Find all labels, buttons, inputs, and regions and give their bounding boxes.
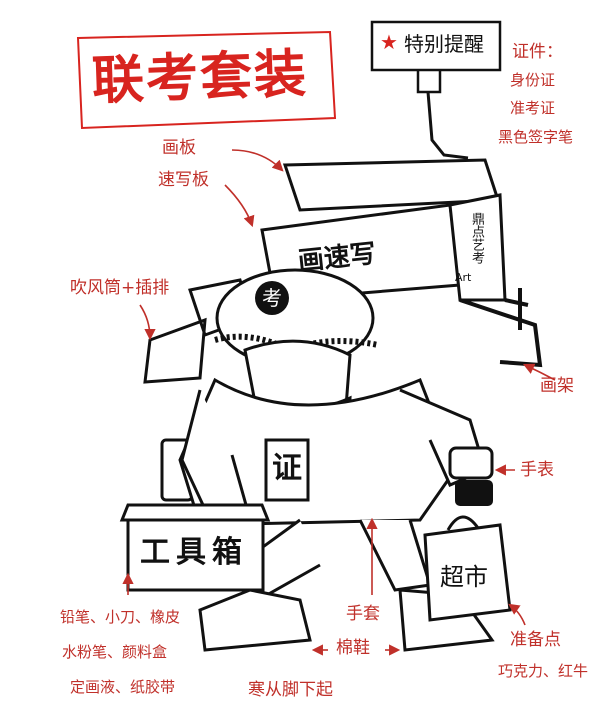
label-stationery-1: 铅笔、小刀、橡皮 xyxy=(60,608,181,626)
label-id-docs: 证件： xyxy=(512,42,563,62)
notice-sign xyxy=(370,20,502,72)
board-side-small-text: Art xyxy=(455,271,472,284)
right-leg xyxy=(358,519,432,592)
hat-badge xyxy=(255,281,289,315)
label-chocolate: 巧克力、红牛 xyxy=(498,662,589,680)
label-stationery-3: 定画液、纸胶带 xyxy=(70,678,176,696)
hat-badge-text: 考 xyxy=(262,286,282,310)
fur-trim xyxy=(214,333,379,354)
label-board: 画板 xyxy=(162,138,196,158)
label-cold-feet: 寒从脚下起 xyxy=(248,680,333,700)
id-badge-text: 证 xyxy=(272,451,302,486)
easel xyxy=(459,288,543,368)
label-admission: 准考证 xyxy=(510,99,556,117)
toolbox-text: 工具箱 xyxy=(140,535,248,570)
bag-handle xyxy=(446,515,480,531)
notice-label: 特别提醒 xyxy=(404,32,484,56)
toolbox xyxy=(126,518,265,592)
id-badge xyxy=(264,438,310,502)
shopping-bag-text: 超市 xyxy=(440,563,488,591)
watch-2 xyxy=(455,480,493,506)
label-cotton-shoes: 棉鞋 xyxy=(336,638,370,658)
watch xyxy=(448,446,494,480)
label-easel: 画架 xyxy=(540,376,574,396)
sign-clip xyxy=(416,70,442,94)
page-title: 联考套装 xyxy=(90,43,309,112)
sketchbook-text: 画速写 xyxy=(296,239,378,277)
arrow-blower xyxy=(139,304,156,341)
label-blower: 吹风筒+插排 xyxy=(70,278,170,298)
left-shoe xyxy=(198,588,312,652)
label-prepare: 准备点 xyxy=(510,630,561,650)
arrow-bag xyxy=(508,603,526,626)
coat xyxy=(178,377,457,527)
label-watch: 手表 xyxy=(520,460,554,480)
arrow-board xyxy=(231,149,284,172)
label-stationery-2: 水粉笔、颜料盒 xyxy=(62,643,168,661)
arrow-easel xyxy=(522,363,556,381)
toolbox-lid xyxy=(119,503,271,522)
label-id-card: 身份证 xyxy=(510,71,556,89)
sign-pole xyxy=(426,91,469,160)
label-sketch-board: 速写板 xyxy=(158,170,209,190)
arrow-sketch-board xyxy=(224,184,255,228)
label-gloves: 手套 xyxy=(346,604,380,624)
notice-star: ★ xyxy=(380,30,398,54)
label-black-pen: 黑色签字笔 xyxy=(498,128,574,146)
title-banner xyxy=(76,30,337,130)
board-side-text: 鼎点艺考 xyxy=(469,212,484,264)
